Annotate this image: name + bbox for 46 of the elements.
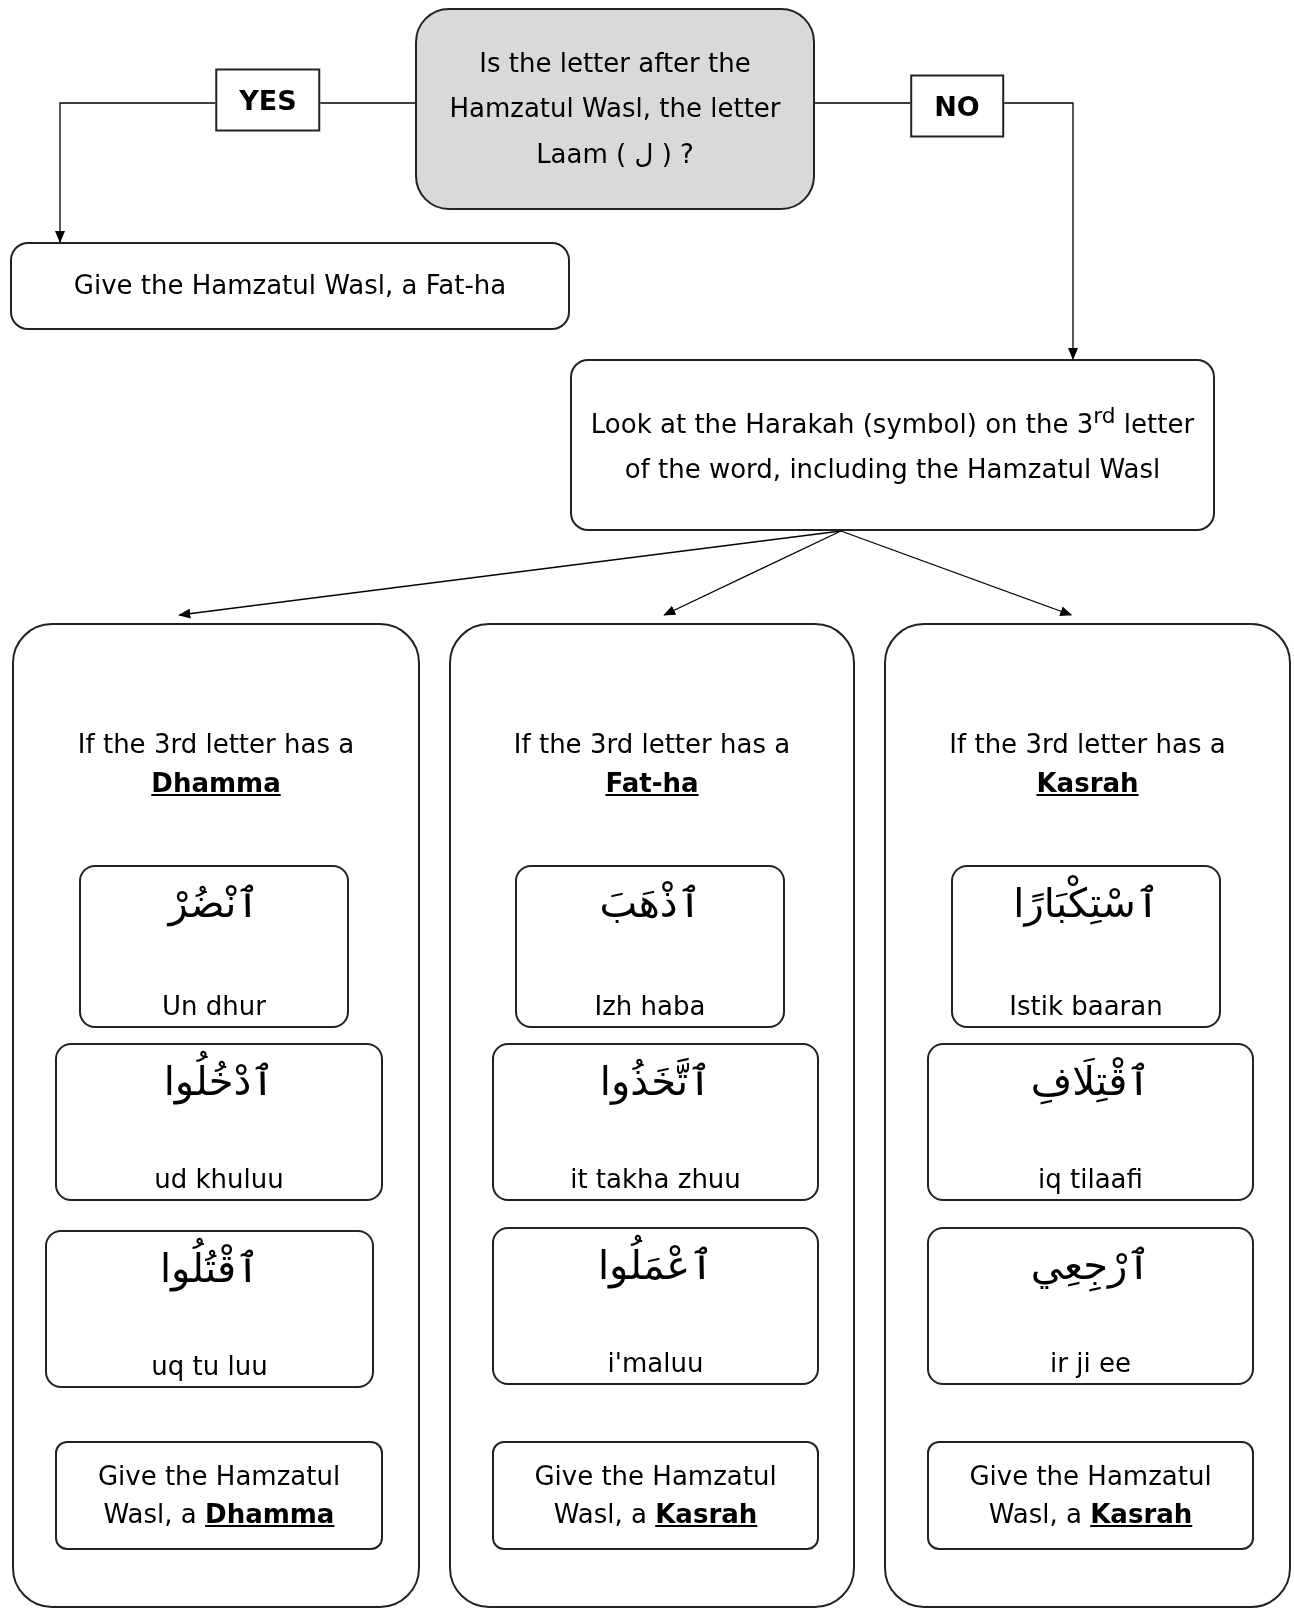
arabic-word: ٱنْضُرْ bbox=[168, 879, 260, 929]
transliteration: Izh haba bbox=[594, 990, 706, 1022]
arabic-word: ٱقْتِلَافِ bbox=[1030, 1056, 1151, 1107]
decision-box bbox=[415, 8, 815, 210]
transliteration: Un dhur bbox=[162, 990, 266, 1022]
node-text: Is the letter after the Hamzatul Wasl, the letter Laam ( ل ) ? bbox=[448, 46, 782, 171]
result-box bbox=[55, 1441, 383, 1550]
transliteration: it takha zhuu bbox=[570, 1163, 741, 1195]
panel-heading: If the 3rd letter has a Fat-ha bbox=[512, 728, 792, 800]
panel-heading: If the 3rd letter has a Dhamma bbox=[76, 728, 356, 800]
example-card bbox=[951, 865, 1221, 1028]
example-card bbox=[927, 1227, 1254, 1385]
column-panel bbox=[449, 623, 855, 1608]
result-box bbox=[927, 1441, 1254, 1550]
node-text: Give the Hamzatul Wasl, a Kasrah bbox=[533, 1459, 778, 1531]
example-card bbox=[492, 1227, 819, 1385]
example-card bbox=[492, 1043, 819, 1201]
example-card bbox=[55, 1043, 383, 1201]
example-card bbox=[45, 1230, 374, 1388]
arrow bbox=[840, 530, 1073, 616]
column-panel bbox=[884, 623, 1291, 1608]
example-card bbox=[79, 865, 349, 1028]
edge-label: NO bbox=[910, 74, 1004, 138]
transliteration: ud khuluu bbox=[154, 1163, 284, 1195]
result-box bbox=[492, 1441, 819, 1550]
process-box bbox=[570, 359, 1215, 531]
node-text: Give the Hamzatul Wasl, a Fat-ha bbox=[73, 269, 507, 303]
transliteration: Istik baaran bbox=[1009, 990, 1163, 1022]
arabic-word: ٱرْجِعِي bbox=[1030, 1237, 1151, 1293]
arabic-word: ٱذْهَبَ bbox=[599, 879, 701, 928]
arabic-word: ٱتَّخَذُوا bbox=[599, 1057, 712, 1107]
process-box bbox=[10, 242, 570, 330]
node-text: Give the Hamzatul Wasl, a Dhamma bbox=[96, 1459, 342, 1531]
transliteration: iq tilaafi bbox=[1038, 1163, 1143, 1195]
transliteration: ir ji ee bbox=[1050, 1347, 1131, 1379]
node-text: Look at the Harakah (symbol) on the 3$^{rd}$ letter of the word, including the Hamzatul Wasl bbox=[589, 402, 1196, 487]
transliteration: uq tu luu bbox=[151, 1350, 268, 1382]
column-panel bbox=[12, 623, 420, 1608]
arabic-word: ٱسْتِكْبَارًا bbox=[1013, 875, 1159, 931]
node-text: Give the Hamzatul Wasl, a Kasrah bbox=[968, 1459, 1213, 1531]
arrow bbox=[663, 530, 842, 616]
example-card bbox=[927, 1043, 1254, 1201]
example-card bbox=[515, 865, 785, 1028]
transliteration: i'maluu bbox=[607, 1347, 704, 1379]
edge-label: YES bbox=[215, 68, 321, 132]
panel-heading: If the 3rd letter has a Kasrah bbox=[948, 728, 1227, 800]
